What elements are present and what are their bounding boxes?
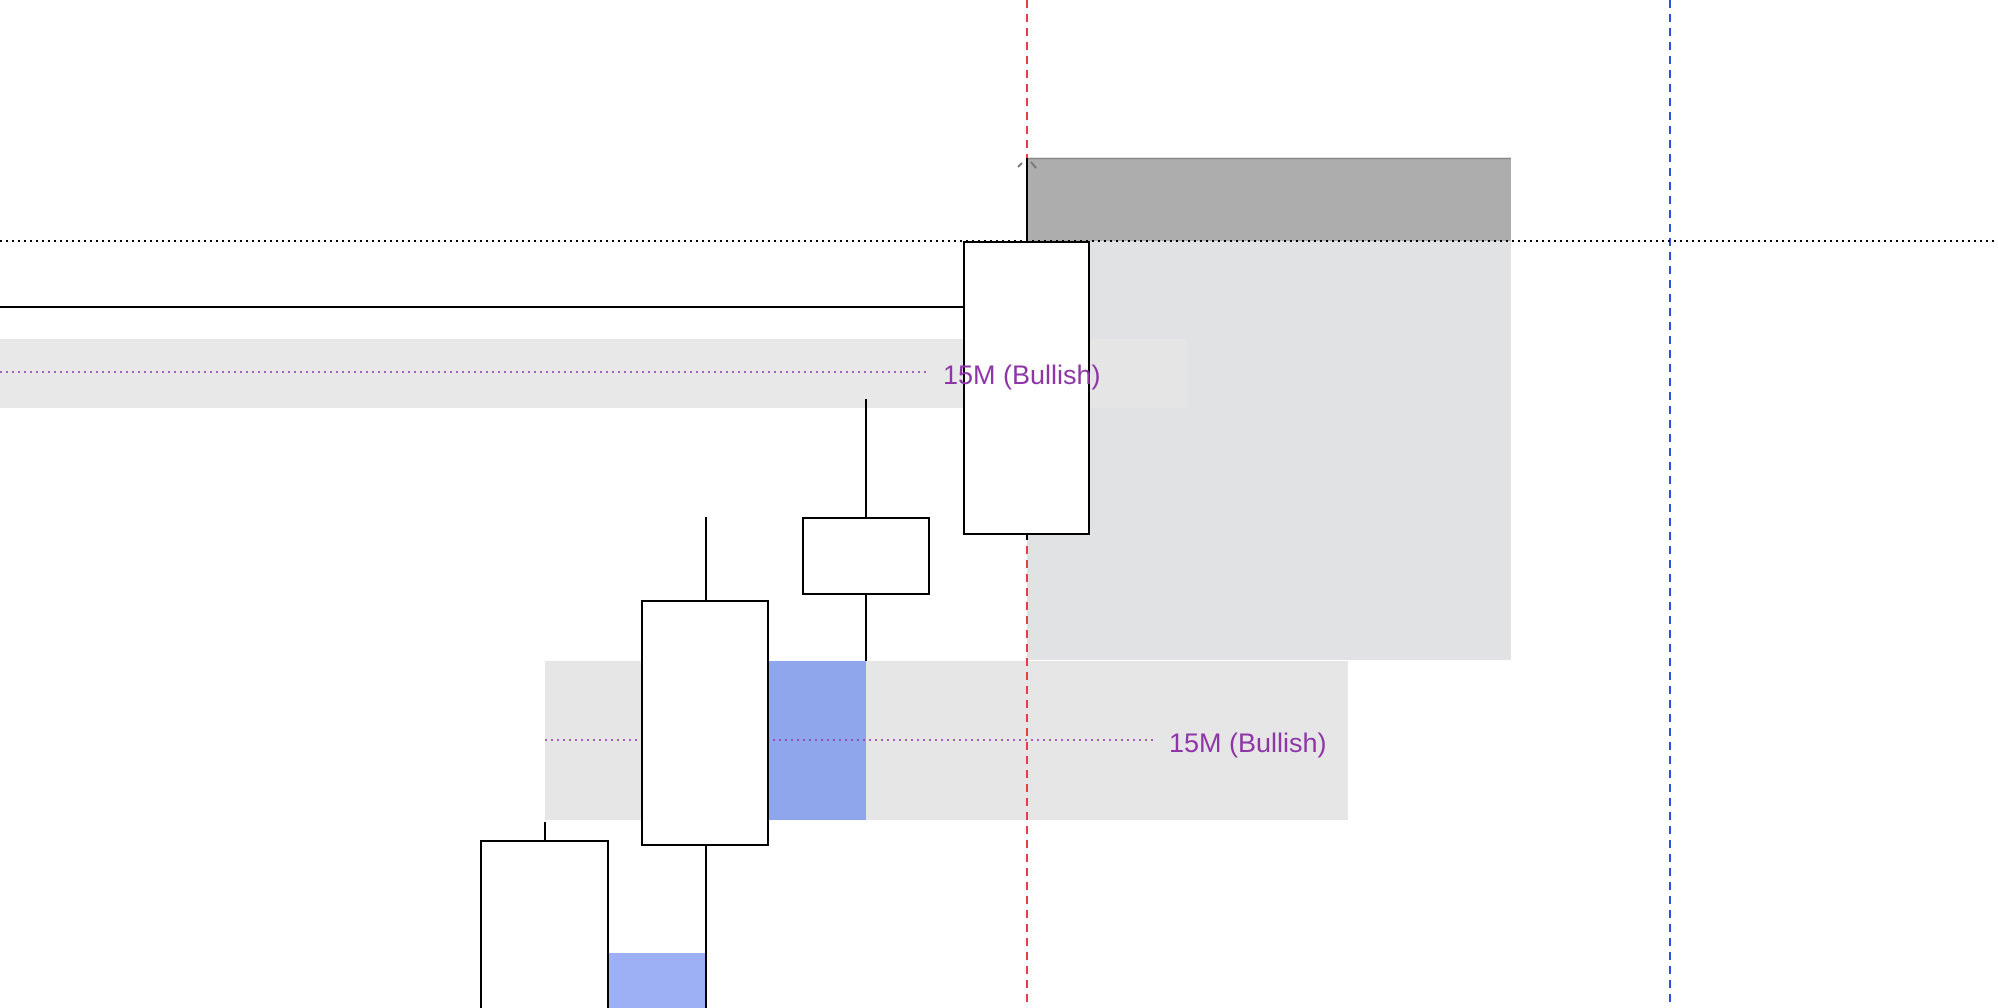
candle-2 xyxy=(641,517,769,1008)
caret-marker-icon xyxy=(1017,161,1037,169)
candle-4 xyxy=(963,158,1090,540)
imbalance-block-lower xyxy=(608,953,706,1008)
target-zone-dark xyxy=(1027,158,1511,241)
candle-1 xyxy=(480,822,609,1008)
zone-label-lower: 15M (Bullish) xyxy=(1169,728,1327,758)
candle-3 xyxy=(802,399,930,661)
target-zone-light xyxy=(1027,241,1511,660)
zone-label-upper: 15M (Bullish) xyxy=(943,360,1101,390)
